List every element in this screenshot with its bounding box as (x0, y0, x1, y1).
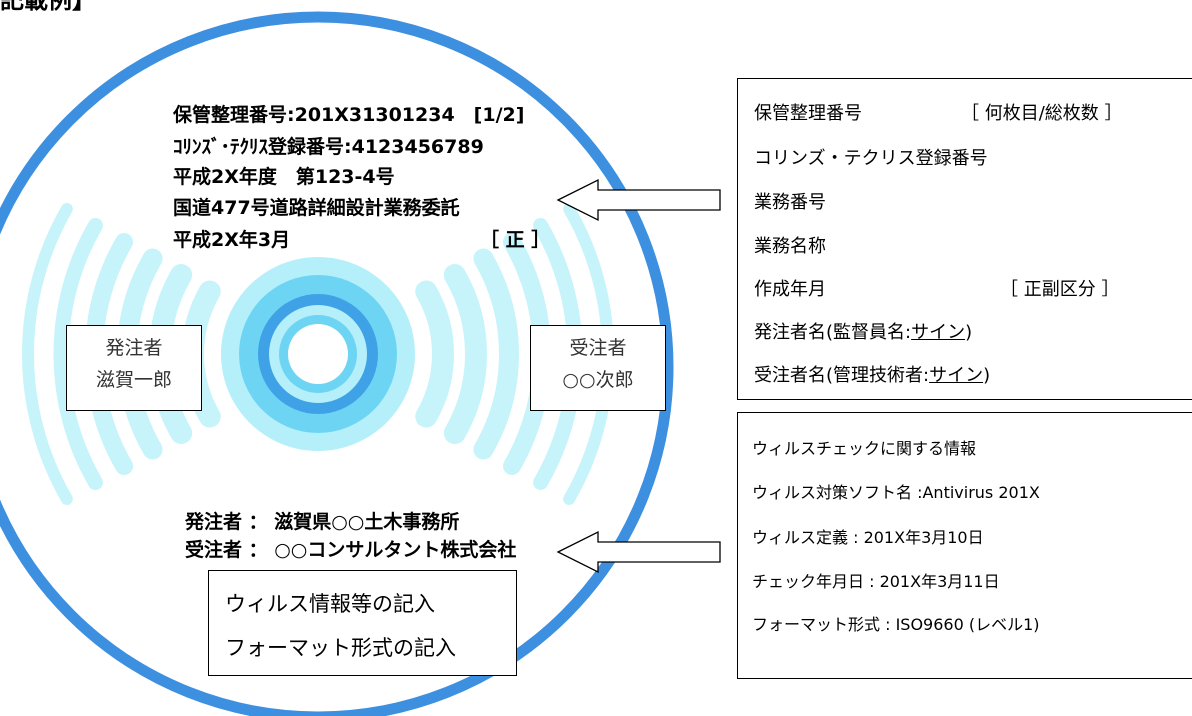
virus-definition-date: ウィルス定義 : 201X年3月10日 (752, 528, 984, 547)
disc-line-fiscal-year: 平成2X年度 第123-4号 (173, 166, 395, 188)
note-format-info: フォーマット形式の記入 (225, 636, 456, 660)
orderer-signature-box: 発注者 滋賀一郎 (66, 325, 202, 411)
format-type: フォーマット形式 : ISO9660 (レベル1) (752, 615, 1040, 634)
contractor-box-role: 受注者 (569, 337, 627, 359)
virus-info-box: ウィルスチェックに関する情報 ウィルス対策ソフト名 :Antivirus 201… (737, 412, 1192, 679)
disc-line-orderer: 発注者 ： 滋賀県○○土木事務所 (185, 511, 460, 533)
wave-arc (22, 203, 73, 505)
virus-heading: ウィルスチェックに関する情報 (752, 439, 977, 458)
disc-line-contractor: 受注者 ： ○○コンサルタント株式会社 (185, 539, 517, 561)
virus-software-name: ウィルス対策ソフト名 :Antivirus 201X (752, 483, 1040, 502)
contractor-name-suffix: ) (983, 365, 991, 386)
item-sei-fuku-kubun: ［ 正副区分 ］ (1000, 279, 1120, 300)
disc-line-project-name: 国道477号道路詳細設計業務委託 (173, 197, 460, 219)
item-sheet-count: ［ 何枚目/総枚数 ］ (961, 103, 1123, 124)
wave-arc (415, 280, 454, 428)
orderer-sign-label: サイン (911, 322, 966, 343)
orderer-box-role: 発注者 (105, 337, 163, 359)
contractor-box-name: ○○次郎 (562, 369, 634, 391)
item-orderer-name: 発注者名(監督員名:サイン) (754, 318, 972, 344)
wave-arc (443, 264, 487, 444)
wave-arc (473, 248, 519, 460)
item-project-number: 業務番号 (754, 192, 826, 213)
label-items-box: 保管整理番号 ［ 何枚目/総枚数 ］ コリンズ・テクリス登録番号 業務番号 業務… (737, 78, 1192, 400)
item-corins-number: コリンズ・テクリス登録番号 (754, 148, 988, 169)
contractor-sign-label: サイン (929, 365, 984, 386)
page-heading: 記載例】 (0, 0, 96, 14)
item-project-name: 業務名称 (754, 236, 826, 257)
contractor-name-prefix: 受注者名(管理技術者: (754, 365, 930, 386)
arrow-to-disc-bottom (556, 530, 721, 574)
orderer-box-name: 滋賀一郎 (95, 369, 172, 391)
virus-check-date: チェック年月日 : 201X年3月11日 (752, 572, 1000, 591)
disc-line-sei-kubun: ［ 正 ］ (480, 229, 551, 251)
contractor-signature-box: 受注者 ○○次郎 (530, 325, 666, 411)
disc-line-created-date: 平成2X年3月 (173, 229, 291, 251)
note-box: ウィルス情報等の記入 フォーマット形式の記入 (208, 570, 517, 676)
orderer-name-prefix: 発注者名(監督員名: (754, 322, 912, 343)
orderer-name-suffix: ) (965, 322, 973, 343)
disc-line-corins-number: ｺﾘﾝｽﾞ･ﾃｸﾘｽ登録番号:4123456789 (173, 136, 484, 158)
center-hole (288, 324, 348, 384)
note-virus-info: ウィルス情報等の記入 (225, 592, 435, 616)
disc-rim (0, 11, 674, 716)
wave-arc (53, 218, 103, 490)
disc-line-storage-number: 保管整理番号:201X31301234 [1/2] (173, 104, 525, 126)
item-storage-number: 保管整理番号 (754, 103, 862, 124)
item-contractor-name: 受注者名(管理技術者:サイン) (754, 361, 990, 387)
arrow-to-disc-top (556, 178, 721, 222)
item-created-date: 作成年月 (754, 279, 826, 300)
